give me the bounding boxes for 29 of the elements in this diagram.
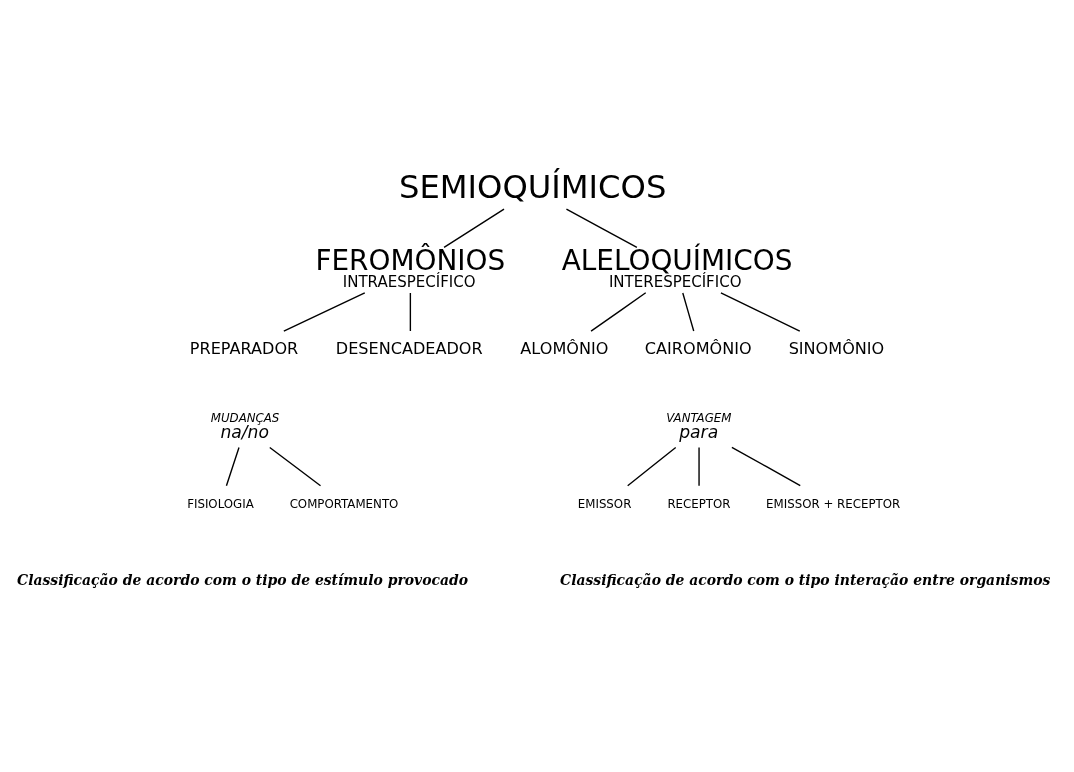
node-text: MUDANÇAS na/no (210, 410, 280, 442)
connector (720, 292, 801, 332)
node-text: VANTAGEM para (666, 410, 732, 442)
node-text: RECEPTOR (667, 497, 731, 512)
node-text: PREPARADOR (189, 339, 299, 359)
connector (269, 446, 322, 487)
connector (443, 208, 505, 249)
node-text: DESENCADEADOR (335, 339, 483, 359)
node-text: COMPORTAMENTO (289, 497, 399, 512)
node-text: SEMIOQUÍMICOS (399, 167, 667, 206)
node-text: CAIROMÔNIO (644, 339, 752, 359)
node-text: FEROMÔNIOS INTRAESPECÍFICO (315, 243, 506, 292)
node-text: ALOMÔNIO (520, 339, 609, 359)
connector (565, 208, 638, 249)
node-text: EMISSOR + RECEPTOR (766, 497, 901, 512)
connector (731, 446, 801, 487)
node-text: SINOMÔNIO (788, 339, 885, 359)
node-text: FISIOLOGIA (187, 497, 254, 512)
node-text: EMISSOR (577, 497, 632, 512)
connector (283, 292, 366, 332)
connector (590, 292, 647, 332)
connector (225, 446, 240, 487)
label: Classificação de acordo com o tipo de estímulo provocado (17, 571, 469, 588)
connector (682, 292, 695, 332)
label: Classificação de acordo com o tipo interação entre organismos (560, 571, 1051, 588)
connector (626, 446, 677, 487)
node-text: ALELOQUÍMICOS INTERESPECÍFICO (561, 243, 793, 292)
connector (698, 446, 700, 487)
connector (409, 292, 412, 332)
